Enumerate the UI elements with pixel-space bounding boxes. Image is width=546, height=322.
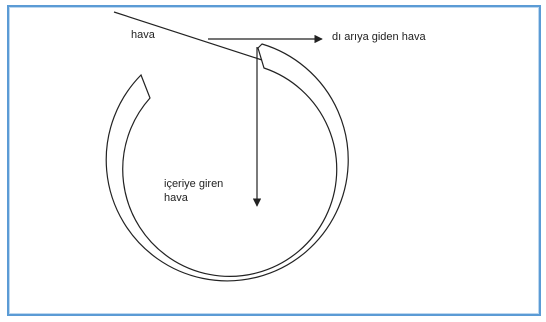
incoming-air-label-line1: içeriye giren: [164, 178, 224, 190]
spiral-duct-wall: [105, 43, 349, 282]
incoming-air-line: [113, 11, 263, 61]
air-label-top: hava: [131, 29, 155, 41]
incoming-air-label-line2: hava: [164, 192, 188, 204]
outgoing-air-label: dı arıya giden hava: [332, 31, 426, 43]
